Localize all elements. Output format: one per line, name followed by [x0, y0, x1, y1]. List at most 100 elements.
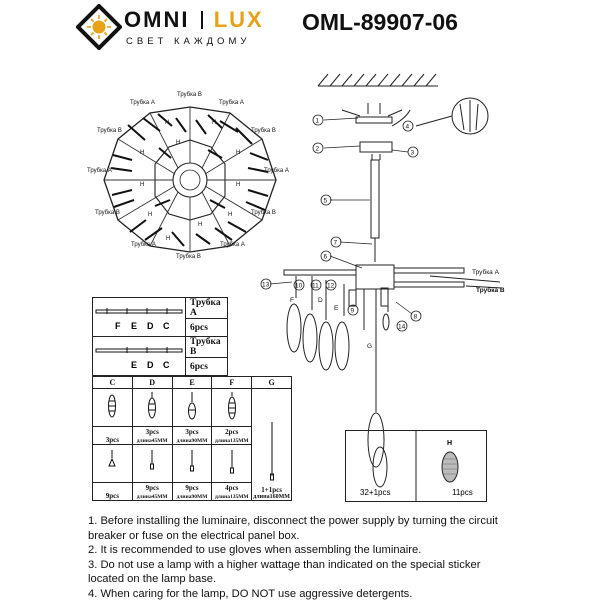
qty: 9pcs: [145, 484, 159, 492]
model-number: OML-89907-06: [302, 9, 458, 35]
tube-a-arm-left: [283, 269, 357, 276]
side-view-diagram: [269, 73, 503, 468]
size: длина90ММ: [176, 437, 208, 444]
part-letter: E: [131, 321, 137, 331]
qty: 9pcs: [185, 484, 199, 492]
tube-a-label: Трубка А: [472, 268, 500, 276]
junction-box-detail: [415, 97, 489, 135]
tube-label: Трубка В: [95, 210, 120, 216]
component-pic: [92, 443, 133, 483]
ceiling-hatch: [317, 73, 438, 87]
part-letter: G: [367, 343, 372, 350]
logo-diamond-icon: [76, 4, 122, 50]
tube-label: Трубка В: [251, 128, 276, 134]
tube-label: Трубка В: [251, 210, 276, 216]
top-view-h-markers: H H H H H H H H H H H: [140, 120, 240, 242]
top-view-diagram: H H H H H H H H H H H Трубка А Трубка В …: [87, 92, 289, 260]
callout-number: 12: [327, 282, 335, 289]
top-view-labels: Трубка А Трубка В Трубка А Трубка В Труб…: [87, 92, 289, 260]
col-header: E: [171, 376, 213, 389]
part-letter: F: [115, 321, 121, 331]
instruction-item: 4. When caring for the lamp, DO NOT use …: [88, 587, 413, 600]
callout-number: 9: [351, 307, 355, 314]
col-header: D: [131, 376, 173, 389]
h-marker: H: [165, 120, 169, 126]
size: длина45ММ: [136, 494, 168, 500]
component-pic: [211, 387, 253, 427]
callout-number: 1: [316, 117, 320, 124]
brand-name: OMNI LUX: [124, 7, 264, 33]
component-pic: [171, 443, 213, 483]
component-cap: 9pcs длина90ММ: [171, 481, 213, 502]
qty: 3pcs: [145, 427, 159, 436]
component-g-cell: 1+1pcs длина160ММ: [251, 387, 292, 502]
qty: 3pcs: [185, 427, 199, 436]
callout-number: 11: [312, 282, 319, 289]
component-pic: [171, 387, 213, 427]
top-view-tubes: [110, 113, 269, 247]
tube-a-name: Трубка А: [185, 297, 228, 319]
tube-a-arm-right: [393, 267, 465, 274]
h-marker: H: [140, 182, 144, 188]
col-header: F: [211, 376, 253, 389]
qty: 4pcs: [225, 484, 239, 492]
callout-number: 3: [411, 149, 415, 156]
tube-label: Трубка В: [97, 128, 122, 134]
h-marker: H: [236, 150, 240, 156]
tube-a-drawing: F E D C: [92, 297, 186, 337]
tube-label: Трубка А: [131, 242, 156, 248]
size: длина45ММ: [136, 437, 168, 444]
callout-number: 5: [324, 197, 328, 204]
top-view-spokes: [104, 107, 276, 252]
crystal-label: H: [447, 440, 452, 447]
qty: 2pcs: [225, 427, 239, 436]
component-pic: [92, 387, 133, 427]
h-marker: H: [140, 150, 144, 156]
size: длина90ММ: [176, 494, 208, 500]
side-view-callouts: 1 2 3 5 7 6 13 10 11 12 8 14 9: [260, 114, 505, 350]
safety-instructions: 1. Before installing the luminaire, disc…: [88, 514, 518, 602]
mounting-bracket: [355, 116, 393, 124]
shades-box: 32+1pcs H 11pcs: [345, 430, 487, 502]
instruction-item: 2. It is recommended to use gloves when …: [88, 544, 422, 557]
brand-logo: OMNI LUX СВЕТ КАЖДОМУ: [76, 4, 286, 54]
callout-number: 10: [295, 282, 303, 289]
h-marker: H: [148, 212, 152, 218]
component-pic: [211, 443, 253, 483]
callout-number: 14: [398, 323, 406, 330]
tube-label: Трубка А: [264, 168, 289, 174]
tube-label: Трубка В: [176, 254, 201, 260]
callout-number: 2: [316, 145, 320, 152]
top-view-hub-inner: [179, 169, 201, 191]
component-pic: [131, 387, 173, 427]
part-letter: C: [163, 321, 170, 331]
components-table: C D E F G 1+1pcs длина160ММ: [92, 376, 292, 502]
part-letter: F: [290, 297, 294, 304]
tube-b-qty: 6pcs: [185, 357, 228, 376]
top-view-inner-ring: [154, 139, 226, 221]
h-marker: H: [212, 120, 216, 126]
callout-number: 7: [334, 239, 338, 246]
h-marker: H: [198, 222, 202, 228]
tube-b-drawing: E D C: [92, 336, 186, 376]
part-letter: C: [163, 360, 170, 370]
tube-label: Трубка А: [87, 168, 112, 174]
shade-qty: 32+1pcs: [360, 488, 390, 497]
callout-number: 8: [414, 313, 418, 320]
callout-number: 6: [324, 253, 328, 260]
part-letter: D: [147, 321, 154, 331]
qty: 3pcs: [105, 435, 120, 444]
hub-body: [355, 264, 395, 290]
qty: 9pcs: [105, 492, 120, 500]
component-pic: [131, 443, 173, 483]
tube-b-name: Трубка В: [185, 336, 228, 358]
tube-parts-table: F E D C Трубка А 6pcs E D C: [92, 297, 228, 376]
part-letter: D: [318, 297, 323, 304]
top-view-hub: [172, 162, 208, 198]
brand-lux: LUX: [213, 7, 264, 32]
tube-b-label: Трубка В: [476, 286, 505, 294]
